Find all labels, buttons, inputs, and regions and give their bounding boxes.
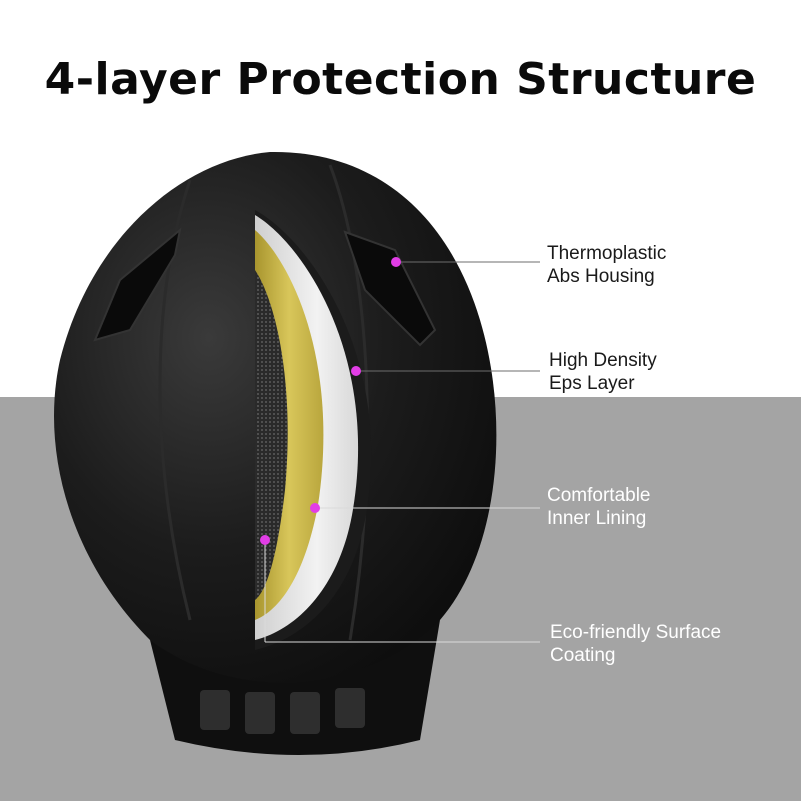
callout-inner-lining-line2: Inner Lining: [547, 508, 647, 529]
callout-surface-coating-line2: Coating: [550, 645, 616, 666]
callout-eps-layer: High Density Eps Layer: [549, 349, 657, 395]
rear-vent-4: [335, 688, 365, 728]
callout-abs-housing-line1: Thermoplastic: [547, 243, 667, 264]
left-vent: [93, 227, 182, 342]
callout-inner-lining: Comfortable Inner Lining: [547, 484, 651, 530]
callout-eps-layer-line1: High Density: [549, 350, 657, 371]
rear-vent-2: [245, 692, 275, 734]
callout-eps-layer-line2: Eps Layer: [549, 373, 635, 394]
shell-ridge-right: [328, 164, 369, 641]
callout-surface-coating: Eco-friendly Surface Coating: [550, 621, 721, 667]
rear-vent-1: [200, 690, 230, 730]
marker-dot-4: [260, 535, 270, 545]
rear-vent-3: [290, 692, 320, 734]
marker-dot-1: [391, 257, 401, 267]
page-title: 4-layer Protection Structure: [44, 54, 757, 105]
marker-dot-2: [351, 366, 361, 376]
marker-dot-3: [310, 503, 320, 513]
callout-surface-coating-line1: Eco-friendly Surface: [550, 622, 722, 643]
shell-ridge-left: [158, 179, 192, 621]
callout-abs-housing: Thermoplastic Abs Housing: [547, 242, 666, 288]
callout-abs-housing-line2: Abs Housing: [547, 266, 655, 287]
mesh-surface-layer: [255, 270, 288, 600]
callout-inner-lining-line1: Comfortable: [547, 485, 651, 506]
right-vent: [343, 230, 437, 347]
